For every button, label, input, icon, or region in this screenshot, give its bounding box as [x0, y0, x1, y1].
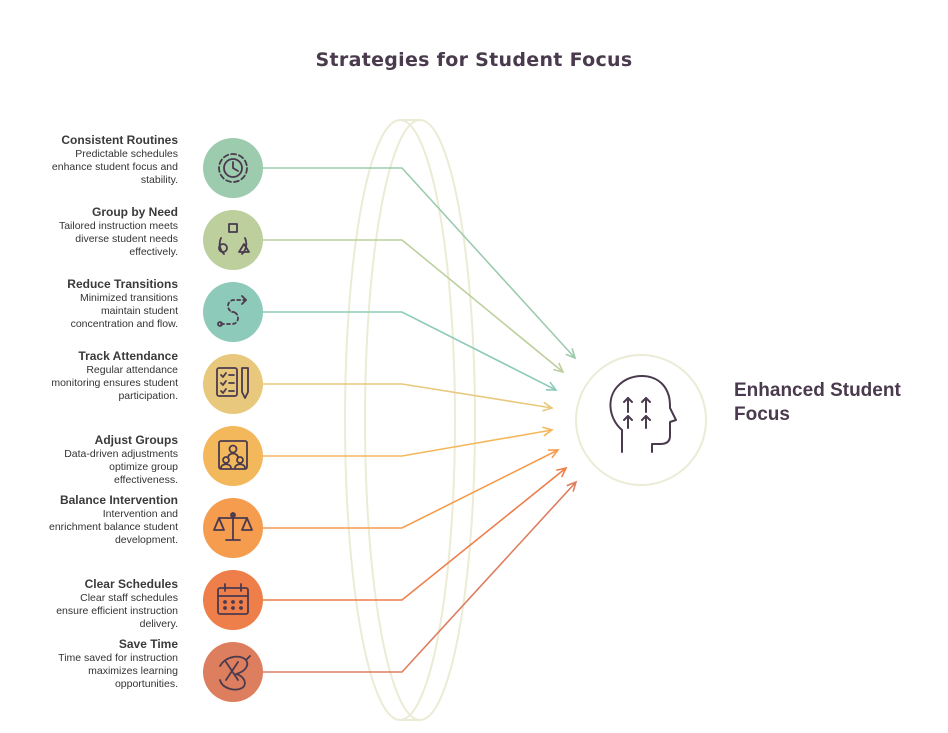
connector-line — [263, 239, 564, 373]
hourglass-icon — [219, 655, 251, 691]
strategy-description: Data-driven adjustments optimize group e… — [64, 448, 178, 486]
calendar-icon — [217, 583, 249, 615]
strategy-circle — [203, 354, 263, 414]
arrowhead — [566, 480, 578, 492]
diagram-title: Strategies for Student Focus — [315, 49, 633, 71]
strategy-title: Track Attendance — [78, 349, 178, 363]
connector-line — [263, 311, 557, 391]
group-frame-icon — [218, 440, 248, 470]
strategy-title: Reduce Transitions — [67, 277, 178, 291]
strategy-description: Time saved for instruction maximizes lea… — [58, 652, 178, 690]
checklist-pen-icon — [216, 367, 249, 399]
arrowhead — [542, 401, 554, 412]
strategy-description: Tailored instruction meets diverse stude… — [58, 220, 178, 258]
head-arrows-icon — [609, 375, 677, 453]
connector-line — [263, 449, 559, 529]
strategy-description: Intervention and enrichment balance stud… — [49, 508, 178, 546]
shapes-group-icon — [218, 223, 250, 255]
strategy-circle — [203, 570, 263, 630]
arrowhead — [547, 449, 560, 459]
connector-line — [263, 167, 576, 359]
path-arrow-icon — [217, 295, 247, 327]
clock-icon — [218, 153, 248, 183]
strategy-title: Save Time — [118, 637, 178, 651]
strategy-description: Clear staff schedules ensure efficient i… — [56, 592, 178, 630]
strategy-circle — [203, 210, 263, 270]
arrowhead — [565, 348, 577, 360]
strategy-title: Balance Intervention — [59, 493, 178, 507]
strategy-description: Minimized transitions maintain student c… — [70, 292, 178, 330]
connector-line — [263, 481, 577, 673]
strategy-description: Predictable schedules enhance student fo… — [51, 148, 178, 186]
scale-icon — [213, 512, 253, 541]
arrowhead — [542, 426, 554, 437]
strategy-title: Consistent Routines — [61, 133, 178, 147]
arrowhead — [556, 466, 568, 478]
connector-line — [263, 429, 553, 457]
lens-shape — [344, 119, 476, 721]
strategy-title: Clear Schedules — [84, 577, 178, 591]
connector-line — [263, 467, 567, 601]
strategy-title: Group by Need — [91, 205, 178, 219]
arrowhead — [553, 362, 565, 374]
arrowhead — [545, 381, 558, 391]
strategy-title: Adjust Groups — [94, 433, 178, 447]
strategy-description: Regular attendance monitoring ensures st… — [51, 364, 178, 402]
connector-line — [263, 383, 553, 409]
strategy-circle — [203, 426, 263, 486]
outcome-label: Enhanced Student Focus — [734, 380, 901, 425]
